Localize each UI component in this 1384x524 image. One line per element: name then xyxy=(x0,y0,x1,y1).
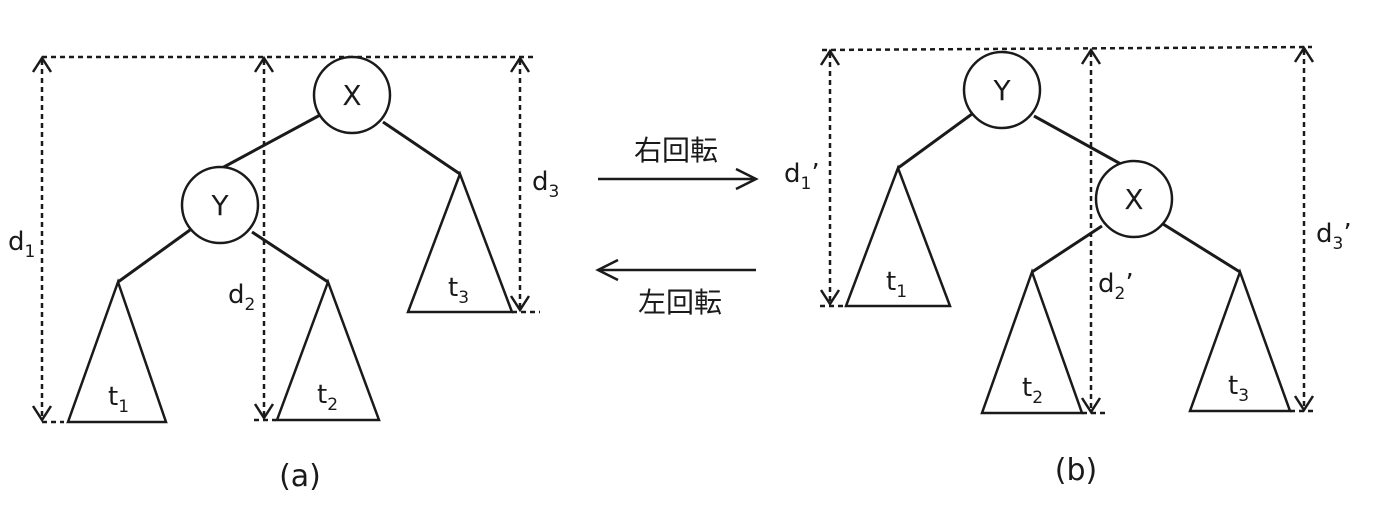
panel-b-edge-y-t1 xyxy=(897,112,973,170)
svg-text:t3: t3 xyxy=(1228,371,1249,406)
panel-a-depth-d2-arrow xyxy=(253,55,276,422)
svg-text:t1: t1 xyxy=(886,267,907,302)
panel-a-depth-d3-label: d3 xyxy=(532,167,559,202)
panel-a-edge-y-t2 xyxy=(251,230,329,284)
panel-b-depth-d2-arrow xyxy=(1080,47,1108,415)
panel-b-subtree-t1: t1 xyxy=(844,164,952,308)
panel-b-subtree-t2-sub: 2 xyxy=(1032,388,1043,408)
panel-a-edge-x-y xyxy=(221,112,323,170)
panel-a-node-child: Y xyxy=(180,165,260,245)
panel-a-subtree-t3-sub: 3 xyxy=(458,288,469,308)
right-rotation-label: 右回転 xyxy=(634,134,718,167)
panel-b-edge-x-t3 xyxy=(1162,222,1241,274)
svg-text:t1: t1 xyxy=(108,382,129,417)
svg-text:t3: t3 xyxy=(448,273,469,308)
panel-a-depth-d2-label: d2 xyxy=(228,280,255,315)
panel-b-node-child-label: X xyxy=(1124,183,1143,216)
panel-a: X Y t1 t2 t3 xyxy=(8,55,559,494)
panel-b-node-child: X xyxy=(1094,159,1174,239)
panel-b-edge-y-x xyxy=(1033,114,1129,170)
svg-text:t2: t2 xyxy=(317,380,338,415)
left-arrow-icon xyxy=(595,258,756,282)
panel-a-subtree-t3-name: t xyxy=(448,273,458,303)
panel-b-caption: (b) xyxy=(1055,453,1097,488)
panel-b-node-root: Y xyxy=(962,50,1042,130)
panel-a-subtree-t2: t2 xyxy=(275,278,381,422)
panel-b-subtree-t3-name: t xyxy=(1228,371,1238,401)
panel-a-node-root: X xyxy=(312,55,392,135)
panel-b-depth-d3-arrow xyxy=(1290,45,1316,413)
left-rotation-label: 左回転 xyxy=(638,286,722,319)
panel-b-subtree-t2: t2 xyxy=(980,268,1084,415)
svg-text:t2: t2 xyxy=(1022,373,1043,408)
panel-b-top-dashed-line xyxy=(821,45,1313,52)
panel-b-depth-d1-arrow xyxy=(819,48,846,308)
panel-b-depth-d3-label: d3’ xyxy=(1316,219,1352,254)
panel-a-edge-x-t3 xyxy=(382,120,461,176)
panel-a-subtree-t1-sub: 1 xyxy=(118,397,129,417)
right-arrow-icon xyxy=(598,167,759,191)
panel-a-subtree-t1-name: t xyxy=(108,382,118,412)
panel-b-depth-d2-label: d2’ xyxy=(1098,269,1134,304)
panel-a-subtree-t2-sub: 2 xyxy=(327,395,338,415)
panel-a-caption: (a) xyxy=(279,459,321,494)
panel-b: Y X t1 t2 t3 xyxy=(784,45,1352,488)
panel-a-subtree-t1: t1 xyxy=(66,278,168,424)
panel-a-subtree-t3: t3 xyxy=(406,170,514,314)
panel-a-subtree-t2-name: t xyxy=(317,380,327,410)
panel-a-depth-d1-arrow xyxy=(31,55,64,424)
rotation-arrows: 右回転 左回転 xyxy=(595,134,759,319)
panel-a-node-root-label: X xyxy=(342,79,361,112)
panel-b-subtree-t3-sub: 3 xyxy=(1238,386,1249,406)
panel-b-subtree-t3: t3 xyxy=(1188,268,1292,413)
panel-a-node-child-label: Y xyxy=(210,189,229,222)
panel-b-subtree-t2-name: t xyxy=(1022,373,1032,403)
panel-b-depth-d1-label: d1’ xyxy=(784,159,820,194)
panel-a-depth-d1-label: d1 xyxy=(8,227,35,262)
panel-a-depth-d3-arrow xyxy=(509,55,540,314)
panel-a-edge-y-t1 xyxy=(117,228,191,284)
panel-b-node-root-label: Y xyxy=(992,74,1011,107)
panel-b-subtree-t1-sub: 1 xyxy=(896,282,907,302)
panel-b-subtree-t1-name: t xyxy=(886,267,896,297)
